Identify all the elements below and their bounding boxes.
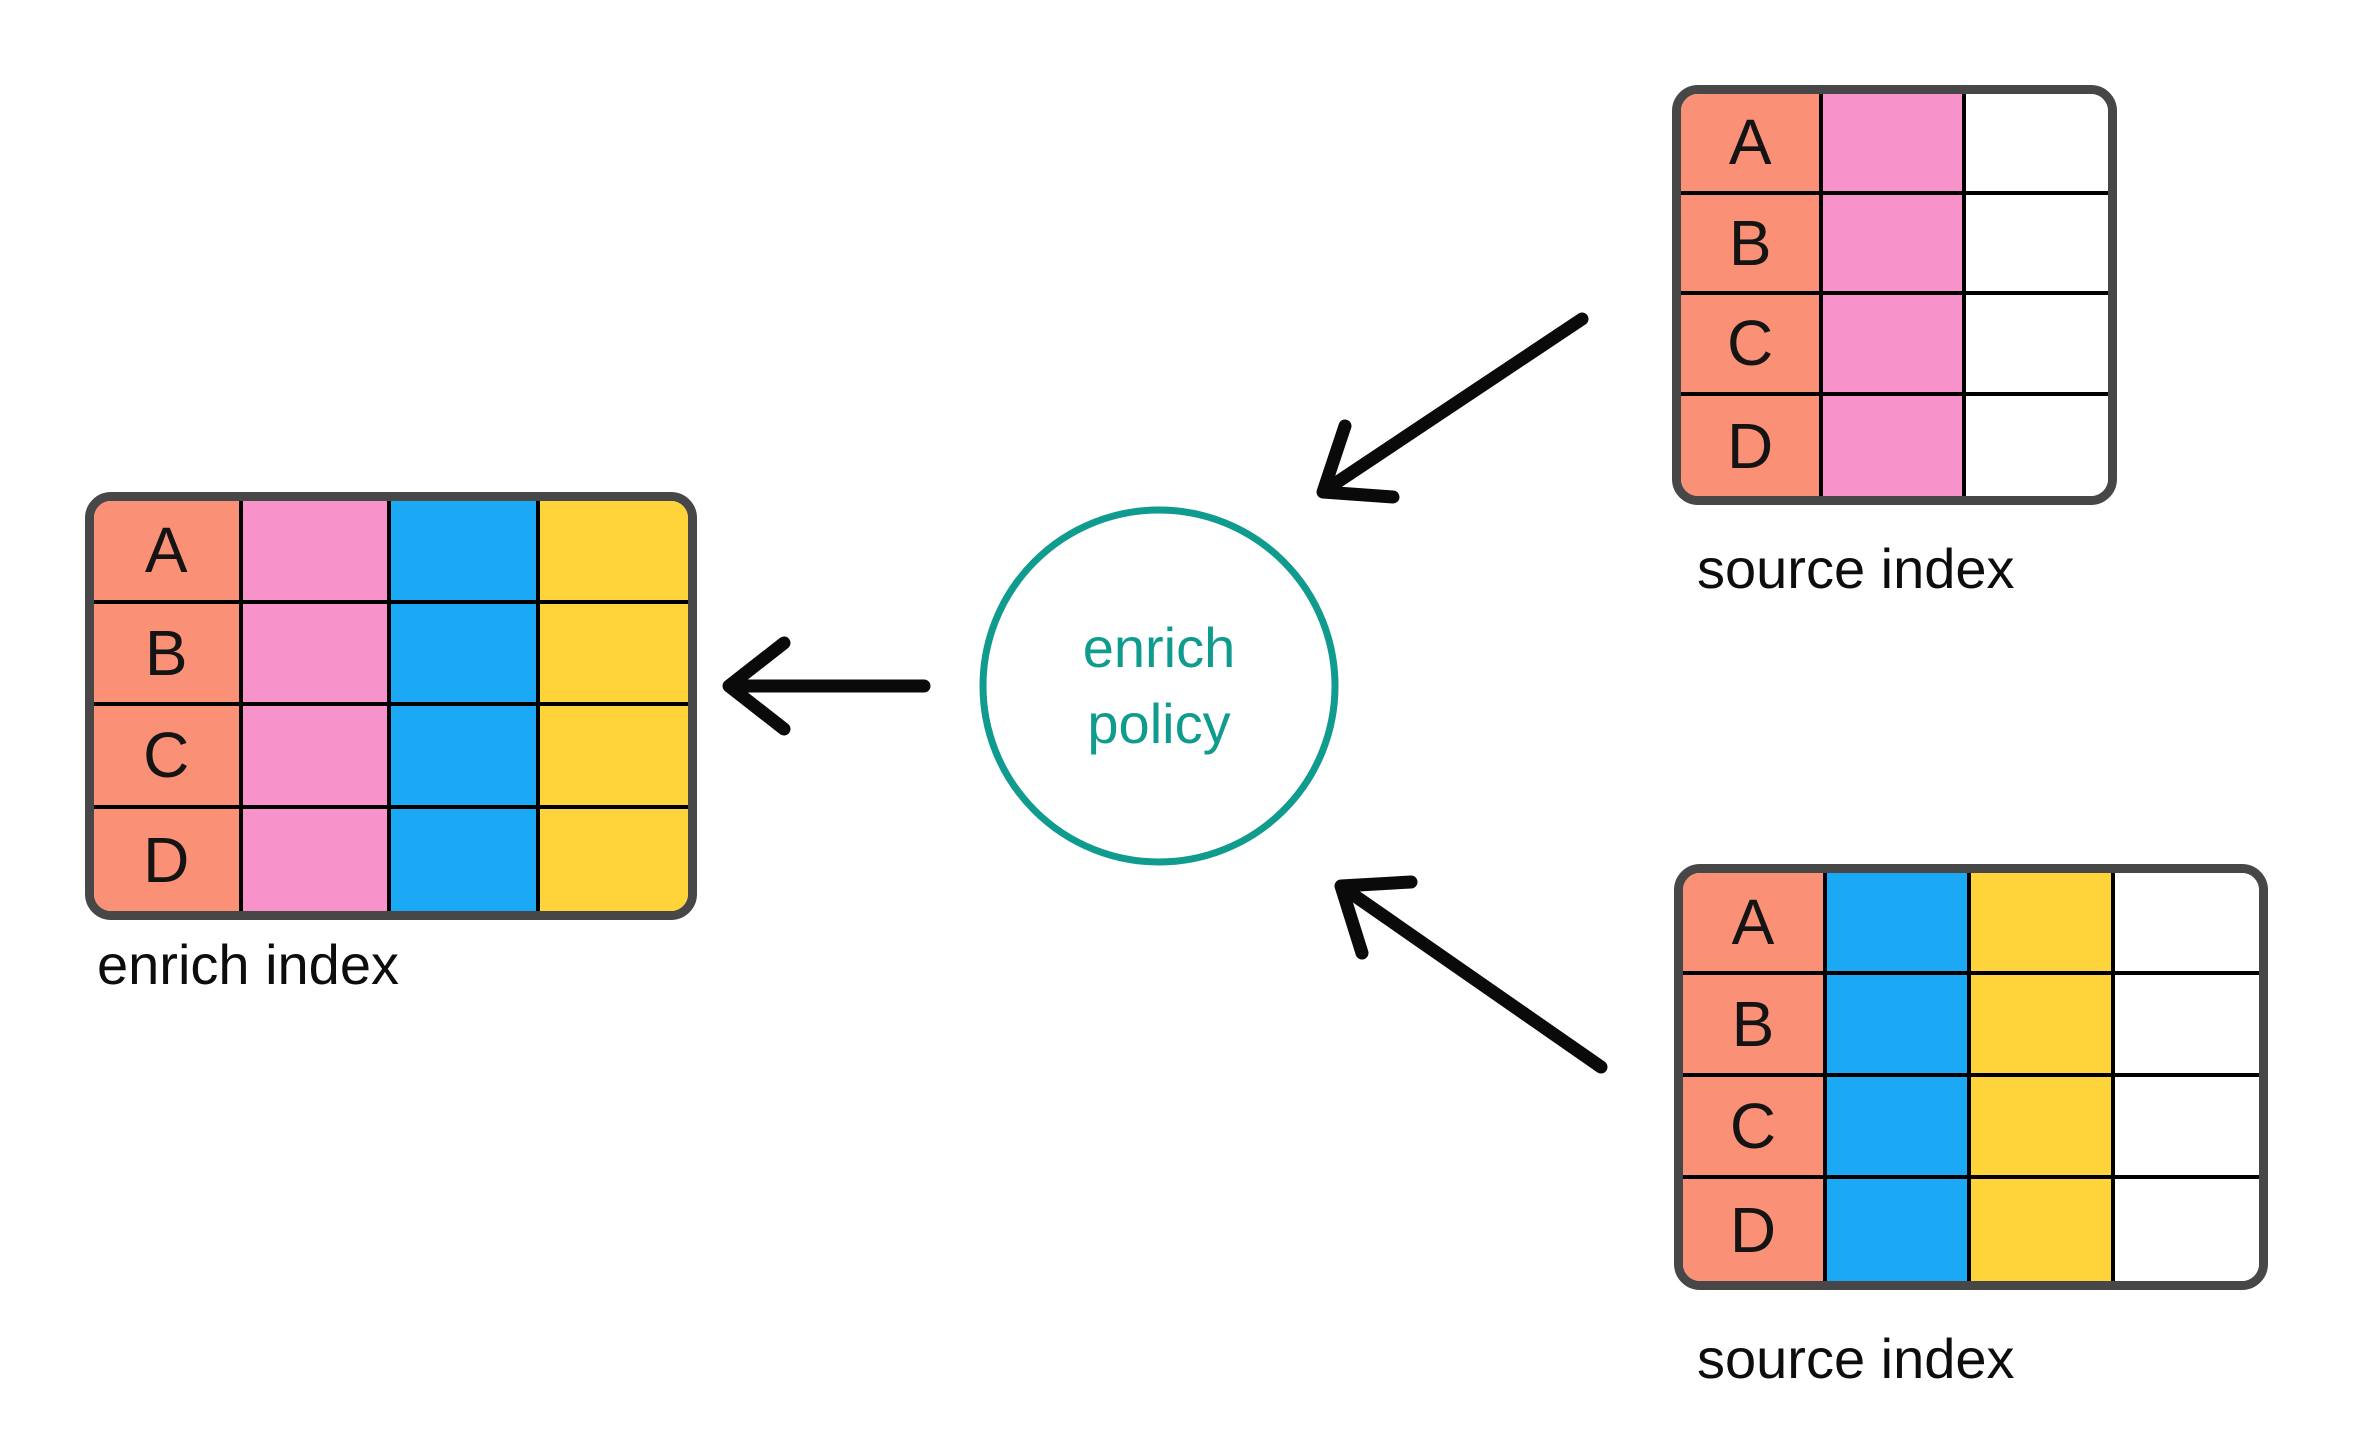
table-cell — [1965, 395, 2108, 496]
table-cell — [1971, 1179, 2115, 1281]
table-cell — [539, 706, 688, 809]
table-cell — [539, 501, 688, 604]
enrich-policy-label-line2: policy — [1087, 692, 1231, 755]
row-label-cell: A — [94, 501, 243, 604]
row-label-cell: B — [1681, 194, 1824, 295]
table-cell — [2115, 873, 2259, 975]
arrow-policy-to-enrich-index — [722, 636, 931, 736]
row-label-cell: D — [94, 808, 243, 911]
table-cell — [1827, 873, 1971, 975]
row-label-cell: D — [1683, 1179, 1827, 1281]
table-cell — [391, 603, 540, 706]
arrow-shaft — [1320, 312, 1589, 496]
source-index-top-label: source index — [1697, 537, 2015, 600]
table-cell — [1823, 194, 1966, 295]
enrich-index-label: enrich index — [97, 933, 399, 996]
arrow-top-source-to-policy — [1316, 312, 1589, 504]
row-label-cell: C — [1681, 295, 1824, 396]
row-label-cell: A — [1681, 94, 1824, 195]
table-cell — [1971, 1077, 2115, 1179]
table-cell — [2115, 975, 2259, 1077]
table-cell — [1971, 873, 2115, 975]
row-label-cell: A — [1683, 873, 1827, 975]
table-cell — [242, 706, 391, 809]
table-cell — [539, 603, 688, 706]
table-cell — [391, 808, 540, 911]
row-label-cell: C — [1683, 1077, 1827, 1179]
table-cell — [242, 501, 391, 604]
table-cell — [1823, 395, 1966, 496]
source-index-bottom-label: source index — [1697, 1327, 2015, 1390]
table-cell — [2115, 1179, 2259, 1281]
enrich-policy-circle — [979, 506, 1339, 866]
row-label-cell: B — [1683, 975, 1827, 1077]
table-cell — [1827, 975, 1971, 1077]
arrow-bottom-source-to-policy — [1334, 875, 1608, 1074]
table-cell — [1965, 94, 2108, 195]
table-cell — [242, 808, 391, 911]
table-cell — [391, 706, 540, 809]
table-cell — [1965, 295, 2108, 396]
enrich-policy-label-line1: enrich — [1082, 616, 1236, 679]
table-cell — [1971, 975, 2115, 1077]
table-cell — [242, 603, 391, 706]
arrowhead-icon — [1316, 419, 1400, 504]
table-cell — [1827, 1179, 1971, 1281]
row-label-cell: C — [94, 706, 243, 809]
table-cell — [1823, 295, 1966, 396]
arrowhead-icon — [722, 636, 791, 736]
arrow-shaft — [1338, 882, 1608, 1074]
enrich-policy-label: enrich policy — [984, 610, 1334, 762]
table-cell — [1965, 194, 2108, 295]
table-cell — [2115, 1077, 2259, 1179]
row-label-cell: B — [94, 603, 243, 706]
table-cell — [1823, 94, 1966, 195]
table-cell — [1827, 1077, 1971, 1179]
table-cell — [539, 808, 688, 911]
arrowhead-icon — [1334, 875, 1418, 960]
row-label-cell: D — [1681, 395, 1824, 496]
table-cell — [391, 501, 540, 604]
